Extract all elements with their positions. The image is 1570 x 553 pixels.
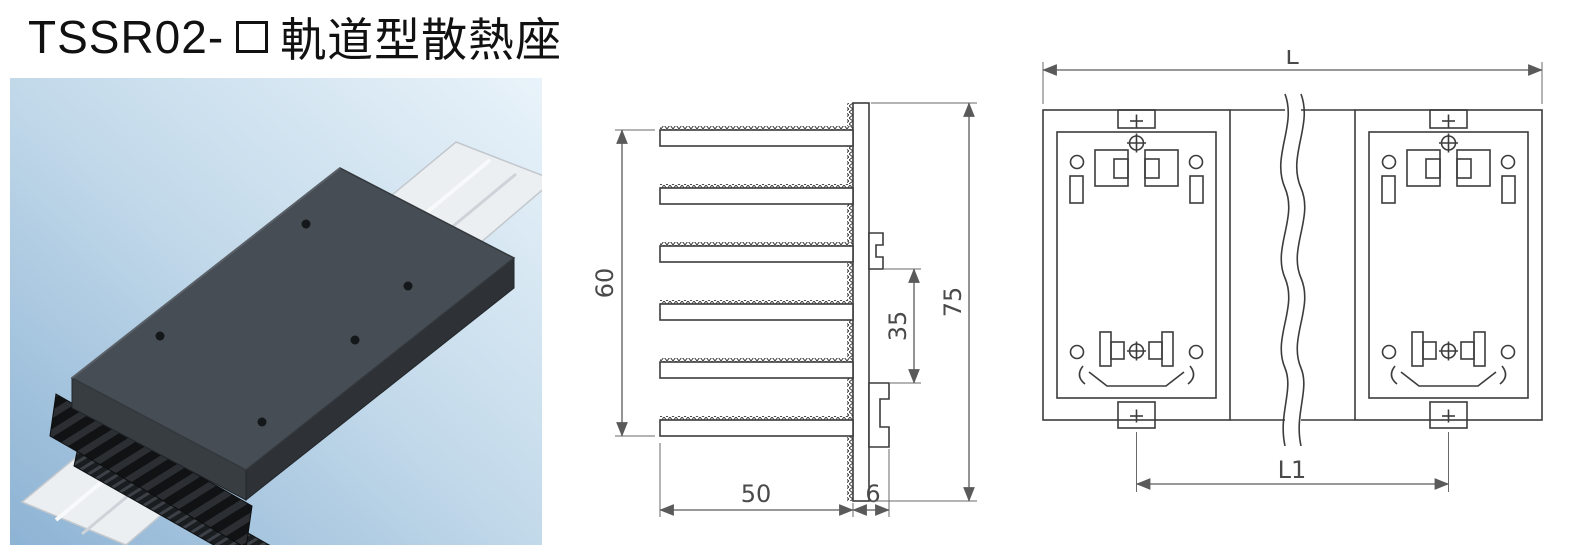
heatsink-unit-left bbox=[1042, 109, 1231, 429]
page-title: TSSR02- 軌道型散熱座 bbox=[28, 4, 562, 70]
screw-hole bbox=[257, 417, 267, 427]
dim-clip-span: 35 bbox=[883, 268, 921, 384]
dim-unit-pitch-label: L1 bbox=[1278, 456, 1307, 484]
dim-base-thickness-label: 6 bbox=[865, 480, 880, 508]
screw-hole bbox=[403, 281, 413, 291]
heatsink-fin-profile bbox=[659, 126, 854, 437]
front-view-svg: L L1 bbox=[1042, 42, 1543, 492]
break-lines bbox=[1230, 93, 1355, 447]
dim-fin-height-label: 60 bbox=[591, 268, 619, 299]
screw-hole bbox=[155, 331, 165, 341]
heatsink-body bbox=[70, 167, 516, 502]
heatsink-unit-right bbox=[1354, 109, 1543, 429]
section-view-drawing: 60 50 6 35 75 bbox=[565, 85, 995, 535]
model-number-text: TSSR02- bbox=[28, 11, 225, 63]
dim-unit-pitch: L1 bbox=[1135, 432, 1450, 492]
dim-overall-length: L bbox=[1042, 42, 1543, 104]
heatsink-base-profile bbox=[847, 102, 870, 502]
dim-overall-length-label: L bbox=[1285, 50, 1299, 70]
product-name-text: 軌道型散熱座 bbox=[280, 14, 563, 66]
model-placeholder-box bbox=[236, 21, 269, 53]
screw-hole bbox=[301, 219, 311, 229]
front-view-drawing: L L1 bbox=[1035, 42, 1550, 520]
mounting-hook-profile bbox=[868, 232, 884, 270]
screw-holes bbox=[155, 219, 413, 427]
product-photo-illustration bbox=[10, 78, 556, 553]
dim-overall-height-label: 75 bbox=[939, 287, 967, 318]
section-view-svg: 60 50 6 35 75 bbox=[591, 102, 977, 517]
dim-clip-span-label: 35 bbox=[884, 311, 912, 342]
dim-fin-width: 50 bbox=[659, 443, 854, 517]
dim-fin-width-label: 50 bbox=[741, 480, 772, 508]
product-photo bbox=[10, 78, 556, 553]
dim-fin-height: 60 bbox=[591, 129, 655, 437]
rail-clip-profile bbox=[868, 382, 890, 448]
dim-overall-height: 75 bbox=[871, 102, 977, 502]
screw-hole bbox=[350, 335, 360, 345]
